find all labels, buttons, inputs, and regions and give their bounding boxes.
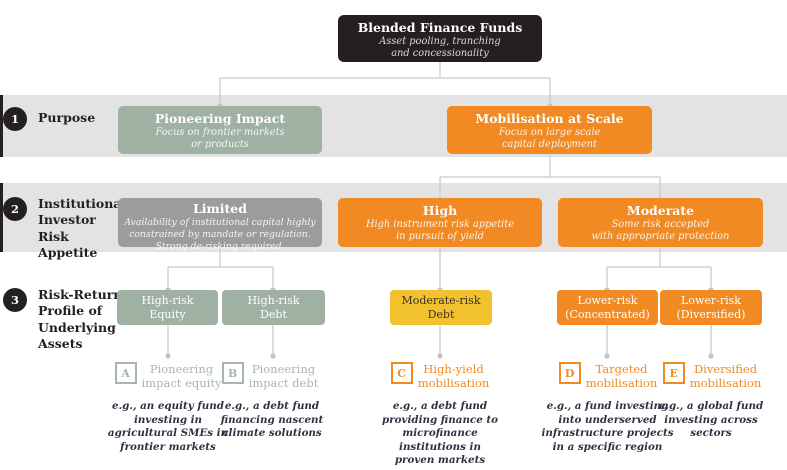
row-3-number-badge: 3 bbox=[3, 288, 27, 312]
example-e: e.g., a global fund investing across sec… bbox=[658, 400, 764, 440]
example-d: e.g., a fund investing into underserved … bbox=[541, 400, 674, 453]
strategy-b-label: Pioneering impact debt bbox=[248, 362, 319, 390]
strategy-b: B Pioneering impact debt bbox=[211, 362, 329, 390]
profile-lower-risk-concentrated: Lower-risk (Concentrated) bbox=[557, 290, 658, 325]
strategy-e-badge: E bbox=[662, 362, 685, 384]
example-c: e.g., a debt fund providing finance to m… bbox=[382, 400, 498, 467]
row-2-label: Institutional Investor Risk Appetite bbox=[38, 196, 127, 260]
node-limited: Limited Availability of institutional ca… bbox=[118, 198, 322, 252]
strategy-c-label: High-yield mobilisation bbox=[417, 362, 490, 390]
pioneering-impact-subtitle: Focus on frontier markets or products bbox=[155, 126, 285, 151]
high-subtitle: High instrument risk appetite in pursuit… bbox=[365, 218, 515, 243]
node-mobilisation-at-scale: Mobilisation at Scale Focus on large sca… bbox=[447, 106, 652, 154]
root-title: Blended Finance Funds bbox=[357, 20, 523, 35]
root-node-blended-finance-funds: Blended Finance Funds Asset pooling, tra… bbox=[338, 15, 542, 62]
example-b: e.g., a debt fund financing nascent clim… bbox=[220, 400, 324, 440]
strategy-d-label: Targeted mobilisation bbox=[585, 362, 658, 390]
row-1-number: 1 bbox=[10, 112, 19, 126]
mobilisation-subtitle: Focus on large scale capital deployment bbox=[498, 126, 601, 151]
row-2-number-badge: 2 bbox=[3, 197, 27, 221]
row-3-number: 3 bbox=[10, 293, 19, 307]
moderate-subtitle: Some risk accepted with appropriate prot… bbox=[591, 218, 730, 243]
strategy-e-label: Diversified mobilisation bbox=[689, 362, 762, 390]
example-a: e.g., an equity fund investing in agricu… bbox=[107, 400, 229, 453]
high-title: High bbox=[422, 203, 458, 218]
limited-title: Limited bbox=[193, 201, 247, 216]
mobilisation-title: Mobilisation at Scale bbox=[475, 111, 624, 126]
strategy-d: D Targeted mobilisation bbox=[549, 362, 667, 390]
row-1-label: Purpose bbox=[38, 110, 96, 125]
strategy-c: C High-yield mobilisation bbox=[378, 362, 502, 390]
profile-high-risk-equity: High-risk Equity bbox=[117, 290, 218, 325]
strategy-c-badge: C bbox=[390, 362, 413, 384]
limited-subtitle: Availability of institutional capital hi… bbox=[124, 216, 316, 252]
strategy-e: E Diversified mobilisation bbox=[653, 362, 771, 390]
root-subtitle: Asset pooling, tranching and concessiona… bbox=[379, 35, 501, 60]
node-moderate: Moderate Some risk accepted with appropr… bbox=[558, 198, 763, 247]
node-high: High High instrument risk appetite in pu… bbox=[338, 198, 542, 247]
row-3-label: Risk-Return Profile of Underlying Assets bbox=[38, 287, 123, 351]
profile-moderate-risk-debt: Moderate-risk Debt bbox=[390, 290, 492, 325]
profile-high-risk-debt: High-risk Debt bbox=[222, 290, 325, 325]
moderate-title: Moderate bbox=[626, 203, 695, 218]
strategy-b-badge: B bbox=[221, 362, 244, 384]
strategy-a: A Pioneering impact equity bbox=[110, 362, 226, 390]
row-1-number-badge: 1 bbox=[3, 107, 27, 131]
strategy-d-badge: D bbox=[558, 362, 581, 384]
row-2-number: 2 bbox=[10, 202, 19, 216]
strategy-a-label: Pioneering impact equity bbox=[141, 362, 222, 390]
strategy-a-badge: A bbox=[114, 362, 137, 384]
pioneering-impact-title: Pioneering Impact bbox=[154, 111, 286, 126]
profile-lower-risk-diversified: Lower-risk (Diversified) bbox=[660, 290, 762, 325]
node-pioneering-impact: Pioneering Impact Focus on frontier mark… bbox=[118, 106, 322, 154]
